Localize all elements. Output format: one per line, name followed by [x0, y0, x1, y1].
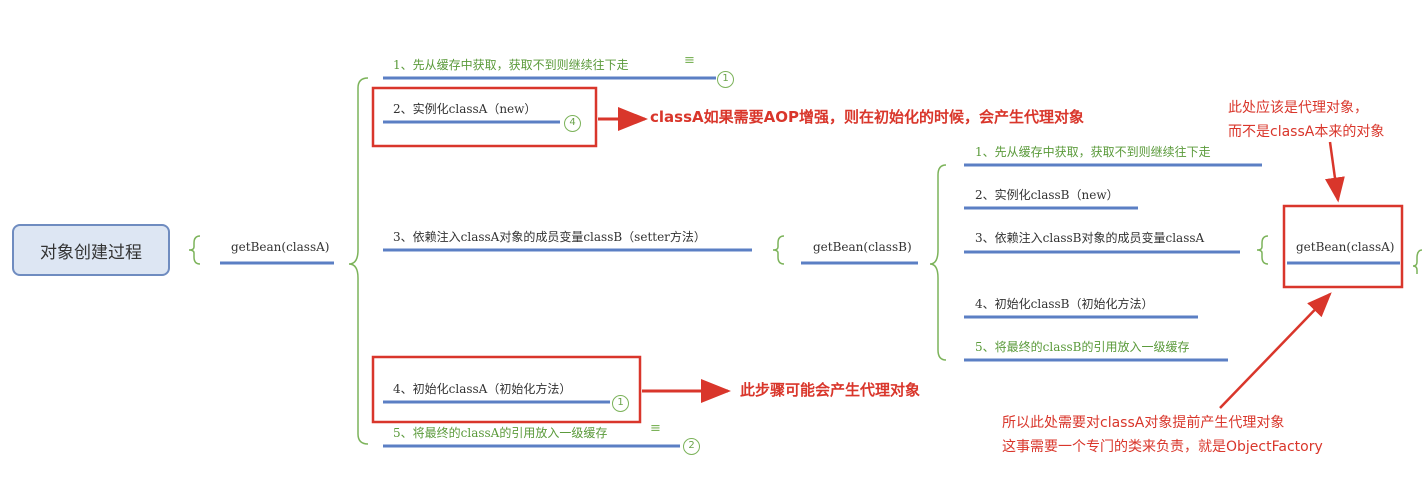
brace-stepB3	[1256, 235, 1269, 265]
brace-level2	[929, 164, 947, 361]
stepB1-label[interactable]: 1、先从缓存中获取，获取不到则继续往下走	[975, 145, 1211, 159]
getbean-classA-node[interactable]: getBean(classA)	[231, 240, 330, 254]
annotation-aop: classA如果需要AOP增强，则在初始化的时候，会产生代理对象	[650, 108, 1084, 126]
annotation-proxy-step: 此步骤可能会产生代理对象	[740, 381, 921, 399]
stepA1-count-badge[interactable]: 1	[717, 71, 734, 88]
root-node[interactable]: 对象创建过程	[12, 224, 170, 276]
stepA2-label[interactable]: 2、实例化classA（new）	[393, 102, 537, 116]
brace-stepA3	[772, 235, 785, 265]
stepA3-label[interactable]: 3、依赖注入classA对象的成员变量classB（setter方法）	[393, 230, 706, 244]
note-icon[interactable]: ≡	[684, 53, 695, 68]
getbean-classA-again-node[interactable]: getBean(classA)	[1296, 240, 1395, 254]
annotation-should-line1: 此处应该是代理对象，	[1228, 100, 1368, 116]
getbean-classB-node[interactable]: getBean(classB)	[813, 240, 912, 254]
annotation-early-line2: 这事需要一个专门的类来负责，就是ObjectFactory	[1002, 439, 1323, 455]
stepA2-count-badge[interactable]: 4	[564, 115, 581, 132]
note-icon[interactable]: ≡	[650, 421, 661, 436]
stepA4-count-badge[interactable]: 1	[612, 395, 629, 412]
arrow-early-proxy	[1219, 292, 1332, 409]
stepB3-label[interactable]: 3、依赖注入classB对象的成员变量classA	[975, 231, 1205, 245]
highlight-box-getbean-again	[1282, 204, 1404, 289]
root-label: 对象创建过程	[40, 242, 142, 263]
brace-level1	[348, 77, 369, 445]
stepB5-label[interactable]: 5、将最终的classB的引用放入一级缓存	[975, 340, 1190, 354]
stepB2-label[interactable]: 2、实例化classB（new）	[975, 188, 1119, 202]
brace-root	[188, 235, 201, 265]
stepA5-label[interactable]: 5、将最终的classA的引用放入一级缓存	[393, 426, 608, 440]
brace-level3-cut	[1412, 249, 1422, 274]
highlight-box-init	[371, 355, 642, 424]
annotation-should-line2: 而不是classA本来的对象	[1228, 124, 1385, 140]
stepA5-count-badge[interactable]: 2	[683, 438, 700, 455]
annotation-early-line1: 所以此处需要对classA对象提前产生代理对象	[1002, 415, 1285, 431]
highlight-box-instantiate	[371, 86, 598, 148]
stepB4-label[interactable]: 4、初始化classB（初始化方法）	[975, 297, 1154, 311]
arrow-should-proxy	[1325, 141, 1345, 203]
stepA4-label[interactable]: 4、初始化classA（初始化方法）	[393, 382, 572, 396]
stepA1-label[interactable]: 1、先从缓存中获取，获取不到则继续往下走	[393, 58, 629, 72]
